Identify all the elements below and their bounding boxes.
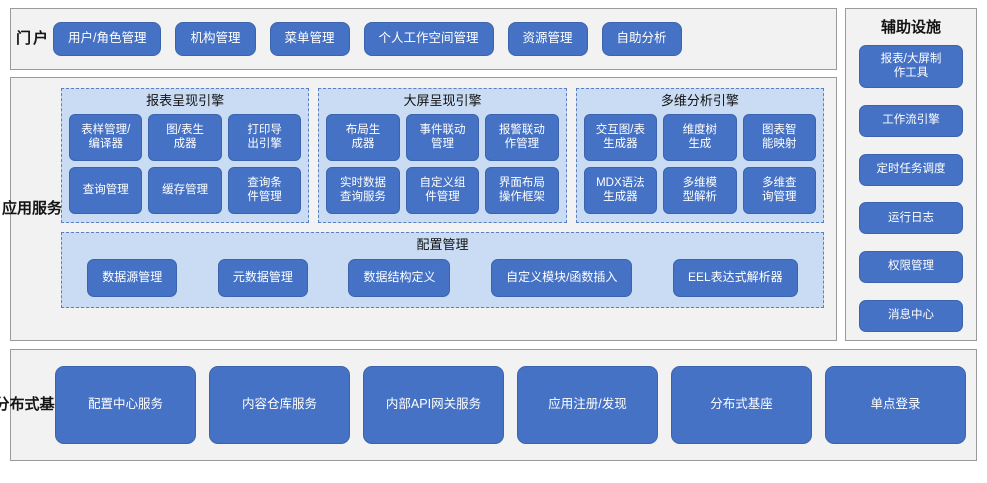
base-item-4[interactable]: 分布式基座	[671, 366, 812, 444]
base-item-0[interactable]: 配置中心服务	[55, 366, 196, 444]
distributed-base-body: 配置中心服务 内容仓库服务 内部API网关服务 应用注册/发现 分布式基座 单点…	[53, 350, 976, 460]
appsvc-label-char-2: 用	[16, 200, 32, 218]
appsvc-label-char-3: 服	[32, 200, 48, 218]
group-grid-multidim-analysis-engine: 交互图/表 生成器 维度树 生成 图表智 能映射 MDX语法 生成器 多维模 型…	[583, 114, 816, 215]
portal-label: 门 户	[11, 9, 53, 69]
config-item-1[interactable]: 元数据管理	[217, 258, 308, 297]
appsvc-label-char-4: 务	[47, 200, 63, 218]
large-screen-engine-item-0[interactable]: 布局生 成器	[326, 114, 400, 162]
base-label-char-1: 分	[0, 396, 10, 414]
report-engine-item-2[interactable]: 打印导 出引擎	[227, 114, 302, 162]
aux-item-0[interactable]: 报表/大屏制 作工具	[859, 45, 963, 88]
multidim-engine-item-3[interactable]: MDX语法 生成器	[583, 167, 658, 215]
application-service-label: 应 用 服 务	[2, 78, 62, 340]
base-item-2[interactable]: 内部API网关服务	[363, 366, 504, 444]
report-engine-item-4[interactable]: 缓存管理	[148, 167, 222, 215]
config-item-2[interactable]: 数据结构定义	[348, 258, 451, 297]
base-label-char-3: 式	[24, 396, 40, 414]
report-engine-item-1[interactable]: 图/表生 成器	[148, 114, 222, 162]
aux-item-2[interactable]: 定时任务调度	[859, 153, 963, 186]
group-grid-large-screen-engine: 布局生 成器 事件联动 管理 报警联动 作管理 实时数据 查询服务 自定义组 件…	[326, 114, 559, 215]
config-management-row: 数据源管理 元数据管理 数据结构定义 自定义模块/函数插入 EEL表达式解析器	[72, 258, 813, 297]
group-large-screen-engine: 大屏呈现引擎 布局生 成器 事件联动 管理 报警联动 作管理 实时数据 查询服务…	[318, 88, 567, 224]
base-item-3[interactable]: 应用注册/发现	[517, 366, 658, 444]
group-config-management: 配置管理 数据源管理 元数据管理 数据结构定义 自定义模块/函数插入 EEL表达…	[61, 232, 824, 308]
distributed-base-row: 配置中心服务 内容仓库服务 内部API网关服务 应用注册/发现 分布式基座 单点…	[53, 366, 976, 444]
base-label-char-4: 基	[39, 396, 55, 414]
portal-panel: 门 户 用户/角色管理 机构管理 菜单管理 个人工作空间管理 资源管理 自助分析	[10, 8, 837, 70]
appsvc-label-char-1: 应	[1, 200, 17, 218]
multidim-engine-item-1[interactable]: 维度树 生成	[663, 114, 737, 162]
portal-body: 用户/角色管理 机构管理 菜单管理 个人工作空间管理 资源管理 自助分析	[53, 9, 836, 69]
portal-label-char-2: 户	[32, 30, 48, 48]
multidim-engine-item-2[interactable]: 图表智 能映射	[742, 114, 816, 162]
config-item-0[interactable]: 数据源管理	[87, 258, 178, 297]
config-item-3[interactable]: 自定义模块/函数插入	[491, 258, 633, 297]
large-screen-engine-item-4[interactable]: 自定义组 件管理	[405, 167, 480, 215]
application-service-panel: 应 用 服 务 报表呈现引擎 表样管理/ 编译器 图/表生 成器 打印导	[2, 77, 837, 341]
group-title-config-management: 配置管理	[416, 237, 469, 253]
group-report-engine: 报表呈现引擎 表样管理/ 编译器 图/表生 成器 打印导 出引擎 查询管理 缓存…	[61, 88, 310, 224]
group-title-large-screen-engine: 大屏呈现引擎	[403, 93, 482, 108]
report-engine-item-3[interactable]: 查询管理	[69, 167, 143, 215]
multidim-engine-item-4[interactable]: 多维模 型解析	[663, 167, 737, 215]
aux-facilities-list: 报表/大屏制 作工具 工作流引擎 定时任务调度 运行日志 权限管理 消息中心	[859, 45, 963, 332]
large-screen-engine-item-1[interactable]: 事件联动 管理	[405, 114, 480, 162]
portal-button-1[interactable]: 机构管理	[175, 22, 256, 56]
group-title-report-engine: 报表呈现引擎	[146, 93, 225, 108]
distributed-base-label: 分 布 式 基 础	[0, 350, 70, 460]
aux-item-3[interactable]: 运行日志	[859, 202, 963, 235]
portal-button-5[interactable]: 自助分析	[601, 22, 682, 56]
aux-facilities-title: 辅助设施	[880, 19, 941, 36]
group-grid-report-engine: 表样管理/ 编译器 图/表生 成器 打印导 出引擎 查询管理 缓存管理 查询条 …	[69, 114, 302, 215]
aux-facilities-panel: 辅助设施 报表/大屏制 作工具 工作流引擎 定时任务调度 运行日志 权限管理 消…	[845, 8, 977, 341]
distributed-base-panel: 分 布 式 基 础 配置中心服务 内容仓库服务 内部API网关服务 应用注册/发…	[0, 349, 977, 461]
report-engine-item-5[interactable]: 查询条 件管理	[227, 167, 302, 215]
left-stack: 门 户 用户/角色管理 机构管理 菜单管理 个人工作空间管理 资源管理 自助分析	[2, 8, 837, 341]
portal-label-char-1: 门	[15, 30, 31, 48]
portal-button-0[interactable]: 用户/角色管理	[53, 22, 162, 56]
base-item-1[interactable]: 内容仓库服务	[209, 366, 350, 444]
portal-button-3[interactable]: 个人工作空间管理	[363, 22, 494, 56]
base-label-char-2: 布	[9, 396, 25, 414]
aux-item-4[interactable]: 权限管理	[859, 251, 963, 284]
portal-button-4[interactable]: 资源管理	[507, 22, 588, 56]
large-screen-engine-item-3[interactable]: 实时数据 查询服务	[326, 167, 400, 215]
aux-item-1[interactable]: 工作流引擎	[859, 104, 963, 137]
multidim-engine-item-0[interactable]: 交互图/表 生成器	[583, 114, 658, 162]
report-engine-item-0[interactable]: 表样管理/ 编译器	[69, 114, 143, 162]
config-item-4[interactable]: EEL表达式解析器	[672, 258, 798, 297]
engines-row: 报表呈现引擎 表样管理/ 编译器 图/表生 成器 打印导 出引擎 查询管理 缓存…	[61, 88, 824, 224]
aux-item-5[interactable]: 消息中心	[859, 299, 963, 332]
group-title-multidim-analysis-engine: 多维分析引擎	[660, 93, 739, 108]
base-item-5[interactable]: 单点登录	[825, 366, 966, 444]
group-multidim-analysis-engine: 多维分析引擎 交互图/表 生成器 维度树 生成 图表智 能映射 MDX语法 生成…	[575, 88, 824, 224]
large-screen-engine-item-5[interactable]: 界面布局 操作框架	[485, 167, 559, 215]
portal-button-2[interactable]: 菜单管理	[269, 22, 350, 56]
multidim-engine-item-5[interactable]: 多维查 询管理	[742, 167, 816, 215]
application-service-body: 报表呈现引擎 表样管理/ 编译器 图/表生 成器 打印导 出引擎 查询管理 缓存…	[53, 78, 836, 340]
large-screen-engine-item-2[interactable]: 报警联动 作管理	[485, 114, 559, 162]
top-area: 门 户 用户/角色管理 机构管理 菜单管理 个人工作空间管理 资源管理 自助分析	[2, 8, 977, 341]
portal-button-row: 用户/角色管理 机构管理 菜单管理 个人工作空间管理 资源管理 自助分析	[53, 22, 836, 56]
